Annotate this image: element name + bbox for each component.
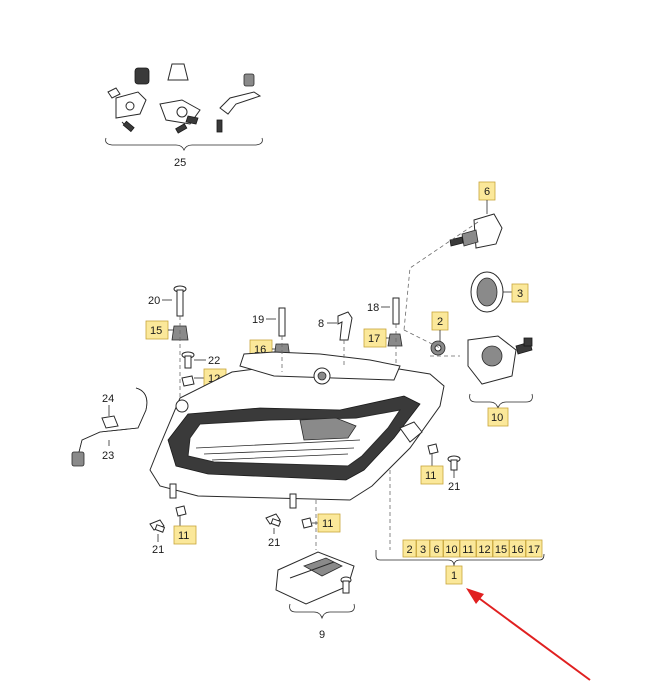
- part-label-11-left: 11: [178, 530, 189, 542]
- part-label-24: 24: [102, 393, 114, 405]
- part-label-11-center: 11: [322, 518, 333, 530]
- part-label-17: 17: [368, 333, 380, 345]
- kit-item: 15: [492, 539, 510, 558]
- kit-item-label: 3: [420, 544, 426, 556]
- part-label-6: 6: [484, 186, 490, 198]
- kit-item-label: 10: [445, 544, 457, 556]
- part-label-23: 23: [102, 450, 114, 462]
- part-label-21-right: 21: [448, 481, 460, 493]
- kit-item-label: 2: [406, 544, 412, 556]
- part-label-20: 20: [148, 295, 160, 307]
- part-label-15: 15: [150, 325, 162, 337]
- part-9-control-unit: 9: [275, 551, 355, 641]
- kit-item-label: 16: [511, 544, 523, 556]
- part-20-screw: 20: [148, 285, 187, 317]
- kit-item: 6: [429, 539, 444, 558]
- kit-item: 10: [443, 539, 460, 558]
- part-label-21-left: 21: [152, 544, 164, 556]
- kit-item: 16: [509, 539, 526, 558]
- part-label-3: 3: [517, 288, 523, 300]
- kit-item-label: 15: [495, 544, 507, 556]
- kit-item: 3: [416, 539, 430, 558]
- kit-item: 12: [476, 539, 493, 558]
- fastener-set-right: 11 21: [420, 443, 461, 493]
- part-label-9: 9: [319, 629, 325, 641]
- part-label-22: 22: [208, 355, 220, 367]
- part-19-screw: 19: [252, 307, 286, 337]
- part-label-1: 1: [451, 570, 457, 582]
- part-label-19: 19: [252, 314, 264, 326]
- red-pointer-arrow: [466, 588, 591, 681]
- kit-item: 17: [525, 539, 543, 558]
- part-label-8: 8: [318, 318, 324, 330]
- kit-item-label: 12: [478, 544, 490, 556]
- part-label-10: 10: [491, 412, 503, 424]
- part-23-wiring-harness: 24 23: [71, 387, 148, 467]
- kit-item-label: 6: [433, 544, 439, 556]
- part-2-seal: 2: [430, 311, 449, 356]
- part-label-21-center: 21: [268, 537, 280, 549]
- part-group-10-module: 10: [467, 335, 533, 427]
- part-3-cover-ring: 3: [470, 271, 529, 313]
- fastener-set-left: 11 21: [149, 505, 197, 556]
- bracket-set-25: 25: [105, 63, 263, 169]
- part-18-screw: 18: [367, 297, 400, 325]
- part-label-18: 18: [367, 302, 379, 314]
- fastener-set-center: 11 21: [265, 513, 341, 549]
- part-15-grommet: 15: [145, 320, 189, 341]
- part-17-grommet: 17: [363, 328, 403, 348]
- headlight-assembly: [149, 351, 445, 509]
- part-label-11-right: 11: [425, 470, 436, 482]
- part-8-hose: 8: [318, 311, 353, 341]
- part-label-2: 2: [437, 316, 443, 328]
- kit-item-label: 17: [528, 544, 540, 556]
- kit-item: 2: [402, 539, 417, 558]
- part-label-25: 25: [174, 157, 186, 169]
- part-6-bulb: 6: [449, 181, 503, 249]
- kit-item: 11: [459, 539, 477, 558]
- kit-item-label: 11: [462, 544, 473, 556]
- part-22-screw: 22: [181, 351, 220, 369]
